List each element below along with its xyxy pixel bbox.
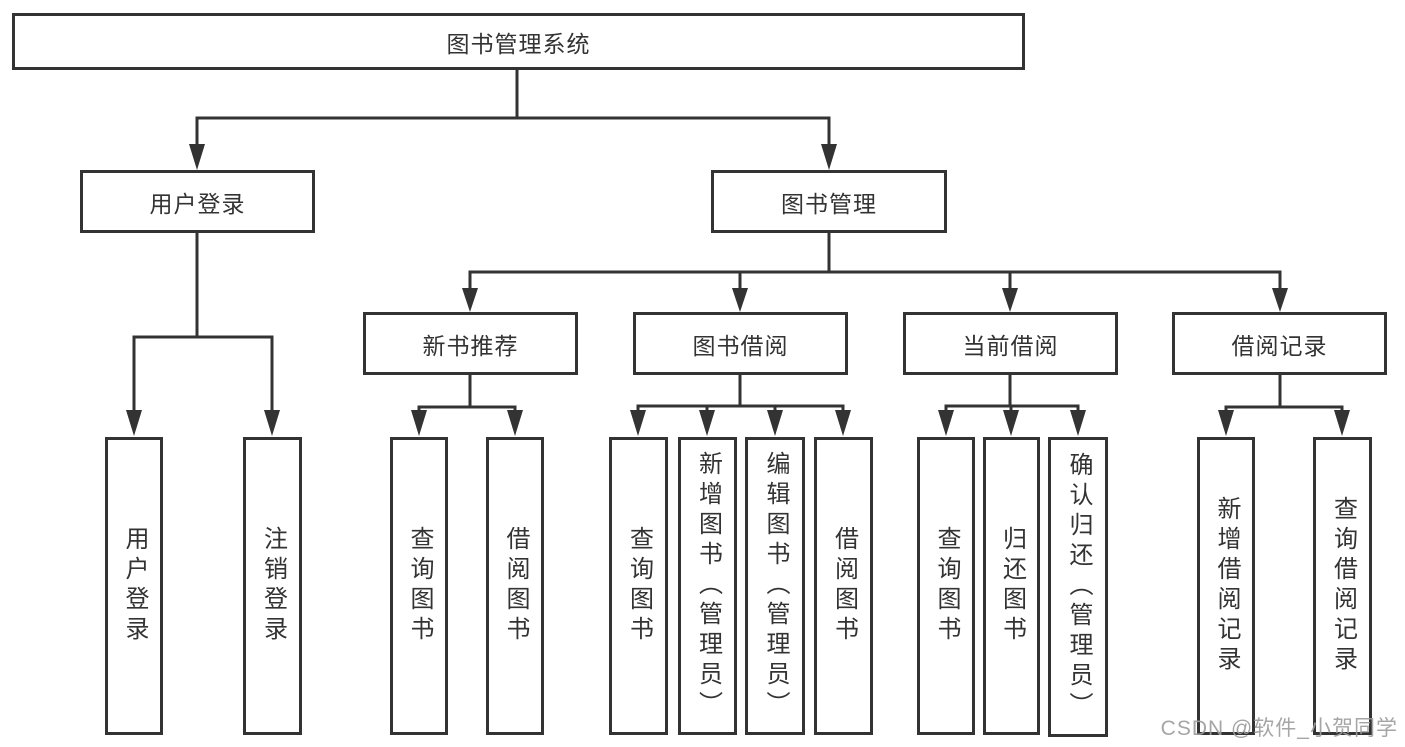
edge-borrowing-to-leaves — [630, 375, 851, 436]
leaf-logout: 注销登录 — [243, 437, 302, 735]
node-label: 图书管理 — [781, 190, 877, 217]
arrowhead-down-icon — [732, 288, 748, 312]
edge-newbooks-to-leaves — [411, 375, 523, 436]
arrowhead-down-icon — [126, 410, 142, 436]
leaf-user-login: 用户登录 — [105, 437, 163, 735]
node-label: 确认归还（管理员） — [1065, 452, 1092, 722]
arrowhead-down-icon — [821, 144, 837, 170]
csdn-watermark: CSDN @软件_小贺同学 — [1160, 717, 1398, 740]
node-book-borrowing: 图书借阅 — [633, 312, 848, 375]
arrowhead-down-icon — [264, 410, 280, 436]
node-label: 借阅记录 — [1231, 332, 1328, 359]
arrowhead-down-icon — [767, 410, 783, 436]
node-label: 查询图书 — [406, 526, 433, 646]
leaf-edit-books-admin: 编辑图书（管理员） — [745, 437, 805, 735]
node-label: 图书管理系统 — [446, 30, 591, 57]
node-root-system: 图书管理系统 — [12, 13, 1025, 70]
leaf-confirm-return-admin: 确认归还（管理员） — [1048, 437, 1108, 737]
arrowhead-down-icon — [189, 144, 205, 170]
leaf-add-borrow-record: 新增借阅记录 — [1197, 437, 1255, 735]
leaf-query-books-current: 查询图书 — [917, 437, 975, 735]
node-borrowing-records: 借阅记录 — [1172, 312, 1387, 375]
leaf-return-books: 归还图书 — [983, 437, 1040, 735]
node-label: 借阅图书 — [502, 526, 529, 646]
arrowhead-down-icon — [1002, 288, 1018, 312]
node-current-borrowing: 当前借阅 — [903, 312, 1118, 375]
arrowhead-down-icon — [462, 288, 478, 312]
arrowhead-down-icon — [1272, 288, 1288, 312]
arrowhead-down-icon — [699, 410, 715, 436]
arrowhead-down-icon — [1003, 410, 1019, 436]
leaf-query-borrow-record: 查询借阅记录 — [1313, 437, 1372, 735]
leaf-query-books-recommend: 查询图书 — [390, 437, 448, 735]
node-label: 用户登录 — [121, 526, 148, 646]
node-label: 当前借阅 — [962, 332, 1059, 359]
node-new-book-recommend: 新书推荐 — [363, 312, 578, 375]
node-book-management: 图书管理 — [711, 170, 947, 233]
edge-records-to-leaves — [1218, 375, 1350, 436]
node-label: 查询借阅记录 — [1329, 496, 1357, 676]
arrowhead-down-icon — [507, 410, 523, 436]
node-label: 归还图书 — [998, 526, 1026, 646]
node-user-login: 用户登录 — [80, 170, 315, 233]
edge-userlogin-to-leaves — [126, 233, 280, 436]
arrowhead-down-icon — [630, 410, 646, 436]
edge-bookmgmt-to-level3 — [462, 233, 1288, 312]
node-label: 查询图书 — [625, 526, 653, 646]
leaf-borrow-books: 借阅图书 — [814, 437, 873, 735]
node-label: 新增图书（管理员） — [694, 451, 722, 721]
node-label: 借阅图书 — [830, 526, 858, 646]
node-label: 新增借阅记录 — [1213, 496, 1240, 676]
node-label: 查询图书 — [933, 526, 960, 646]
arrowhead-down-icon — [835, 410, 851, 436]
leaf-borrow-books-recommend: 借阅图书 — [486, 437, 544, 735]
node-label: 注销登录 — [259, 526, 287, 646]
node-label: 编辑图书（管理员） — [762, 451, 789, 721]
arrowhead-down-icon — [411, 410, 427, 436]
leaf-add-books-admin: 新增图书（管理员） — [678, 437, 737, 735]
edge-current-to-leaves — [938, 375, 1086, 436]
arrowhead-down-icon — [1218, 410, 1234, 436]
edge-root-to-level2 — [189, 69, 837, 170]
node-label: 图书借阅 — [692, 332, 789, 359]
node-label: 新书推荐 — [422, 332, 519, 359]
arrowhead-down-icon — [1070, 410, 1086, 436]
arrowhead-down-icon — [1334, 410, 1350, 436]
arrowhead-down-icon — [938, 410, 954, 436]
node-label: 用户登录 — [149, 190, 246, 217]
leaf-query-books-borrowing: 查询图书 — [609, 437, 668, 735]
